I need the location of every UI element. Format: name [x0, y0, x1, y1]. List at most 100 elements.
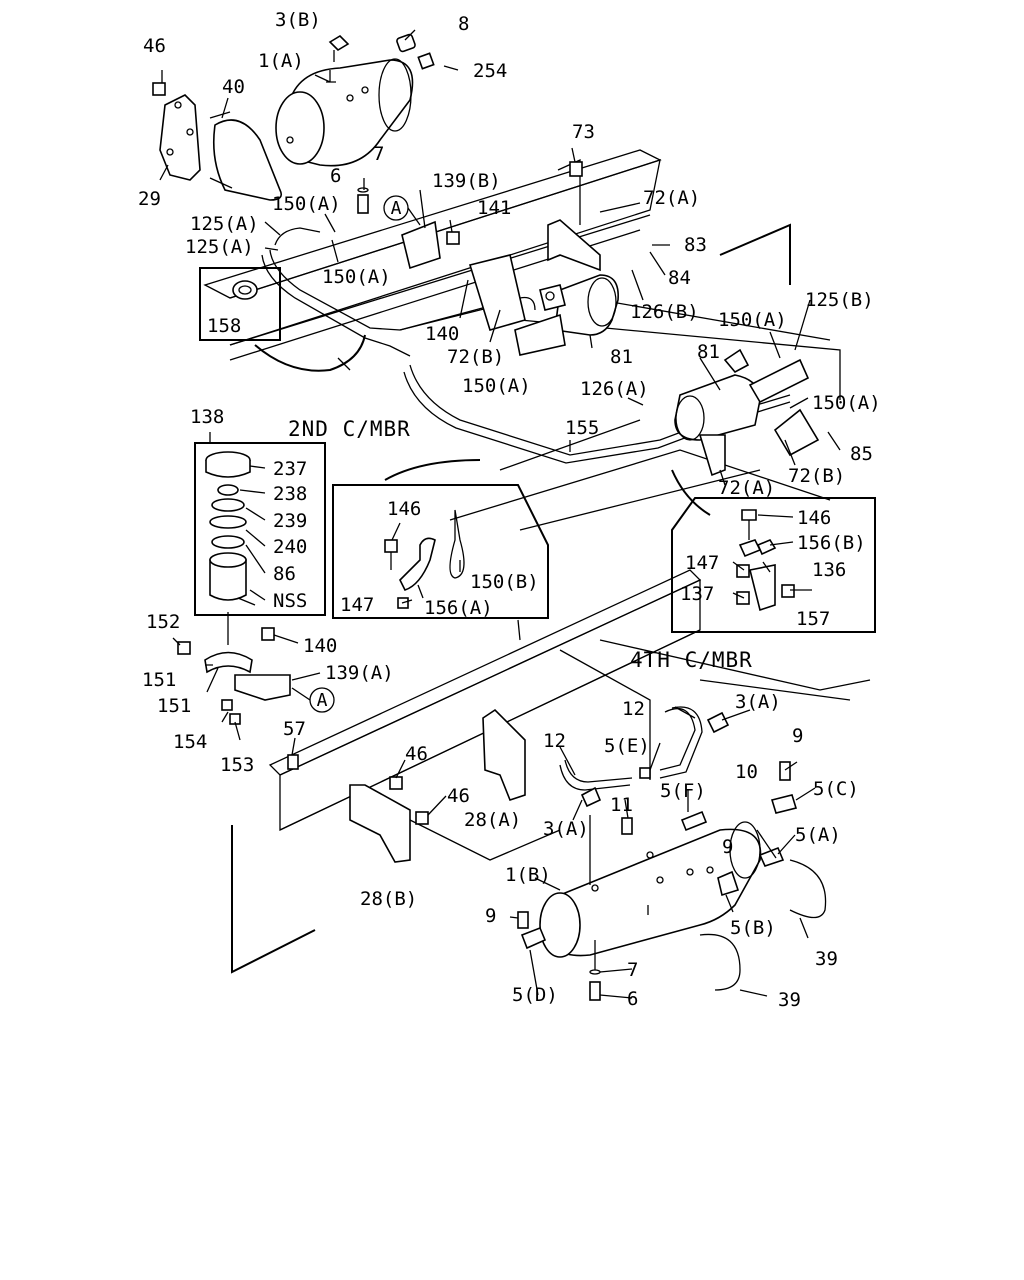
label-150a-4: 150(A) — [462, 375, 531, 397]
bracket-28b — [349, 784, 411, 863]
label-151-2: 151 — [157, 695, 191, 717]
label-151-1: 151 — [142, 669, 176, 691]
inset-158 — [199, 267, 281, 341]
label-141: 141 — [477, 197, 511, 219]
label-9-top: 9 — [792, 725, 803, 747]
callout-a-lower-label: A — [317, 690, 328, 711]
label-140-top: 140 — [425, 323, 459, 345]
label-125a-1: 125(A) — [190, 213, 259, 235]
callout-a-lower: A — [291, 687, 335, 713]
label-46-top: 46 — [143, 35, 166, 57]
label-6-top: 6 — [330, 165, 341, 187]
label-139a: 139(A) — [325, 662, 394, 684]
label-146-right: 146 — [797, 507, 831, 529]
callout-a-upper: A — [383, 195, 421, 226]
label-39-right: 39 — [815, 948, 838, 970]
label-57: 57 — [283, 718, 306, 740]
label-136: 136 — [812, 559, 846, 581]
tank-bracket-40-29 — [159, 94, 283, 201]
label-12-right: 12 — [622, 698, 645, 720]
label-6-bottom: 6 — [627, 988, 638, 1010]
label-157: 157 — [796, 608, 830, 630]
label-150b: 150(B) — [470, 571, 539, 593]
label-8: 8 — [458, 13, 469, 35]
arrow-158 — [254, 334, 366, 372]
label-10: 10 — [735, 761, 758, 783]
label-1a: 1(A) — [258, 50, 304, 72]
label-46-bottom-a: 46 — [405, 743, 428, 765]
inset-138 — [194, 442, 326, 616]
label-240: 240 — [273, 536, 307, 558]
detail-corner-line-top — [719, 223, 791, 285]
label-39-bottom: 39 — [778, 989, 801, 1011]
label-5f: 5(F) — [660, 780, 706, 802]
pipes-upper — [261, 227, 791, 464]
detail-corner-line-bottom — [231, 825, 316, 974]
label-125b: 125(B) — [805, 289, 874, 311]
label-155: 155 — [565, 417, 599, 439]
label-46-bottom-b: 46 — [447, 785, 470, 807]
label-3a-bottom: 3(A) — [543, 818, 589, 840]
part-labels: 3(B) 8 46 1(A) 254 40 29 7 6 139(B) 141 … — [138, 9, 881, 1011]
label-150a-2: 150(A) — [322, 266, 391, 288]
label-137: 137 — [680, 583, 714, 605]
section-title-2nd-crossmember: 2ND C/MBR — [288, 417, 411, 441]
label-86: 86 — [273, 563, 296, 585]
label-156a: 156(A) — [424, 597, 493, 619]
nut-141 — [446, 231, 460, 245]
label-254: 254 — [473, 60, 507, 82]
label-237: 237 — [273, 458, 307, 480]
label-nss: NSS — [273, 590, 307, 612]
label-5e: 5(E) — [604, 735, 650, 757]
label-72b-right: 72(B) — [788, 465, 845, 487]
label-81-upper: 81 — [610, 346, 633, 368]
label-81-right: 81 — [697, 341, 720, 363]
label-7-bottom: 7 — [627, 959, 638, 981]
arrow-2nd-cmbr — [384, 459, 481, 481]
bolt-57 — [287, 754, 299, 770]
pipes-lower — [559, 706, 827, 991]
label-239: 239 — [273, 510, 307, 532]
label-146-left: 146 — [387, 498, 421, 520]
label-72b-top: 72(B) — [447, 346, 504, 368]
bracket-72a-top — [547, 158, 601, 272]
label-154: 154 — [173, 731, 207, 753]
label-5c: 5(C) — [813, 778, 859, 800]
label-12-left: 12 — [543, 730, 566, 752]
label-5d: 5(D) — [512, 984, 558, 1006]
label-40: 40 — [222, 76, 245, 98]
fittings-top — [152, 33, 435, 214]
label-125a-2: 125(A) — [185, 236, 254, 258]
valve-81-right — [674, 348, 820, 477]
bracket-139b — [401, 220, 441, 270]
label-3a-top: 3(A) — [735, 691, 781, 713]
label-5a: 5(A) — [795, 824, 841, 846]
label-73: 73 — [572, 121, 595, 143]
label-72a-right: 72(A) — [718, 477, 775, 499]
bracket-28a — [482, 708, 526, 801]
section-title-4th-crossmember: 4TH C/MBR — [630, 648, 753, 672]
label-156b: 156(B) — [797, 532, 866, 554]
label-126a: 126(A) — [580, 378, 649, 400]
label-147-right: 147 — [685, 552, 719, 574]
bracket-139a-assy — [177, 612, 291, 725]
upper-frame-rail — [203, 149, 841, 531]
label-11: 11 — [610, 794, 633, 816]
detail-box-right — [671, 497, 876, 633]
detail-box-left — [332, 484, 549, 619]
label-126b: 126(B) — [630, 301, 699, 323]
label-152: 152 — [146, 611, 180, 633]
label-85: 85 — [850, 443, 873, 465]
label-1b: 1(B) — [505, 864, 551, 886]
label-150a-5: 150(A) — [812, 392, 881, 414]
label-9-mid: 9 — [722, 836, 733, 858]
label-139b: 139(B) — [432, 170, 501, 192]
nut-46-lower-b — [415, 811, 429, 825]
nut-46-lower-a — [389, 776, 403, 790]
arrow-right-detail — [671, 469, 711, 516]
label-153: 153 — [220, 754, 254, 776]
air-tank-1b — [539, 821, 762, 970]
label-28b: 28(B) — [360, 888, 417, 910]
label-28a: 28(A) — [464, 809, 521, 831]
